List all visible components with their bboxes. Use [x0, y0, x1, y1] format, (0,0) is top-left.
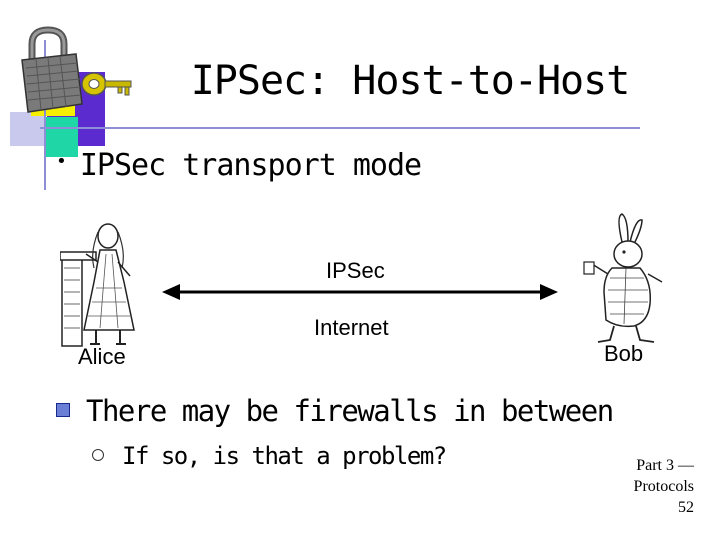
footer-line-2: Protocols: [633, 478, 694, 495]
circle-bullet-icon: [92, 449, 104, 461]
decor-lavender-block: [10, 112, 46, 146]
square-bullet-icon: [56, 403, 70, 417]
sub-sub-bullet: If so, is that a problem?: [92, 442, 447, 470]
sub-bullet-text: There may be firewalls in between: [86, 394, 614, 428]
alice-figure-icon: [60, 223, 135, 347]
bullet-dot-icon: •: [56, 151, 67, 172]
arrow-top-label: IPSec: [326, 258, 385, 283]
double-arrow: [162, 284, 558, 300]
slide-title: IPSec: Host-to-Host: [190, 58, 631, 104]
padlock-key-icon: [21, 26, 132, 113]
sub-sub-bullet-text: If so, is that a problem?: [122, 442, 447, 470]
sub-bullet: There may be firewalls in between: [56, 394, 614, 428]
decor-teal-block: [45, 117, 78, 157]
footer-line-1: Part 3 —: [636, 457, 694, 474]
slide-footer: Part 3 — Protocols 52: [634, 455, 694, 518]
title-underline: [40, 127, 640, 129]
left-host-label: Alice: [78, 344, 126, 369]
decor-vertical-line: [44, 40, 46, 190]
bob-rabbit-icon: [583, 213, 663, 343]
bullet-main-text: IPSec transport mode: [79, 148, 422, 183]
right-host-label: Bob: [604, 341, 644, 366]
bullet-main: • IPSec transport mode: [56, 148, 422, 183]
arrow-bottom-label: Internet: [314, 315, 389, 340]
page-number: 52: [678, 499, 694, 516]
